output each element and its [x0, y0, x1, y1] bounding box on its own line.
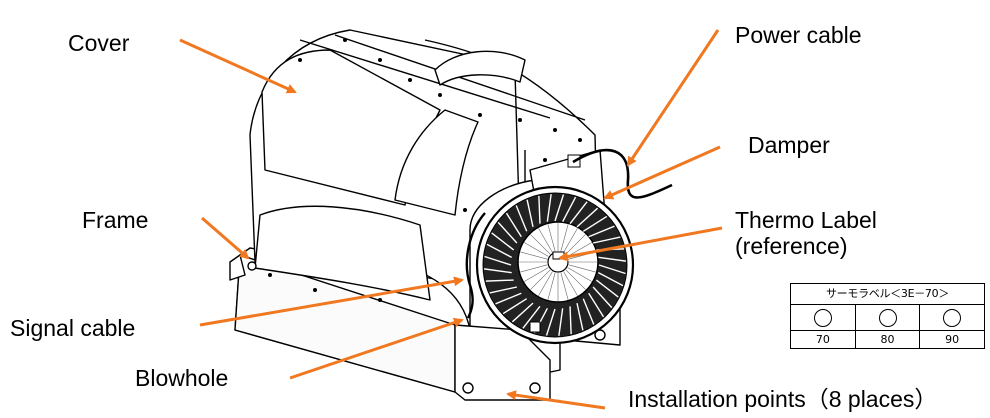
temperature-indicator-circle: [943, 308, 962, 327]
installation-points-arrow: [506, 390, 606, 410]
signal-cable-label: Signal cable: [10, 315, 136, 341]
power-cable-line: [572, 148, 673, 199]
thermo-value: 70: [815, 333, 830, 346]
hub-spokes: [519, 223, 597, 301]
thermo-cell: 90: [920, 305, 985, 349]
signal-cable-line: [465, 212, 486, 319]
signal-cable-clamp: [529, 321, 541, 333]
thermo-label-table: サーモラベル＜3E－70＞ 70 80 90: [790, 283, 985, 349]
damper-label: Damper: [748, 132, 830, 158]
power-cable-label: Power cable: [735, 22, 862, 48]
thermo-label-reference: (reference): [735, 233, 848, 259]
damper-disc: [475, 185, 635, 345]
thermo-value: 80: [880, 333, 895, 346]
frame-label: Frame: [82, 207, 149, 233]
thermo-table-grid: 70 80 90: [791, 305, 985, 349]
thermo-label-arrow: [558, 226, 723, 262]
cover-label: Cover: [68, 30, 130, 56]
thermo-table-title: サーモラベル＜3E－70＞: [791, 284, 984, 305]
installation-points-label: Installation points（8 places）: [628, 386, 938, 412]
blowhole-arrow: [289, 317, 464, 380]
thermo-value: 90: [945, 333, 960, 346]
signal-cable-arrow: [199, 276, 464, 327]
power-cable-arrow: [626, 29, 720, 167]
frame-arrow: [201, 216, 250, 260]
thermo-label-title: Thermo Label: [735, 207, 877, 233]
temperature-indicator-circle: [813, 308, 832, 327]
thermo-cell: 80: [855, 305, 921, 349]
thermo-cell: 70: [791, 305, 856, 349]
temperature-indicator-circle: [878, 308, 897, 327]
cover-arrow: [179, 38, 297, 94]
leader-arrows: [179, 29, 723, 410]
damper-arrow: [603, 145, 721, 200]
blowhole-label: Blowhole: [135, 365, 229, 391]
